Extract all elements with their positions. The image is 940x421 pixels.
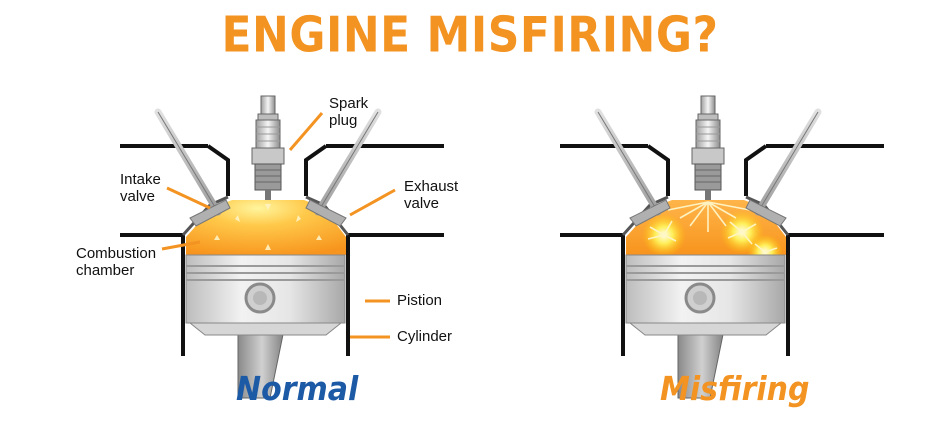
label-piston: Pistion xyxy=(397,292,443,309)
leader-lines xyxy=(161,112,396,339)
caption-misfiring: Misfiring xyxy=(660,370,810,409)
engine-cylinder-misfiring-illustration xyxy=(560,96,884,398)
label-cylinder: Cylinder xyxy=(397,328,453,345)
label-spark-plug: Spark plug xyxy=(329,95,369,129)
caption-normal: Normal xyxy=(236,370,359,409)
page-title: ENGINE MISFIRING? xyxy=(221,6,719,65)
label-combustion-chamber: Combustion chamber xyxy=(76,245,157,279)
label-intake-valve: Intake valve xyxy=(120,171,161,205)
engine-cylinder-normal-illustration xyxy=(120,96,444,398)
label-exhaust-valve: Exhaust valve xyxy=(404,178,459,212)
